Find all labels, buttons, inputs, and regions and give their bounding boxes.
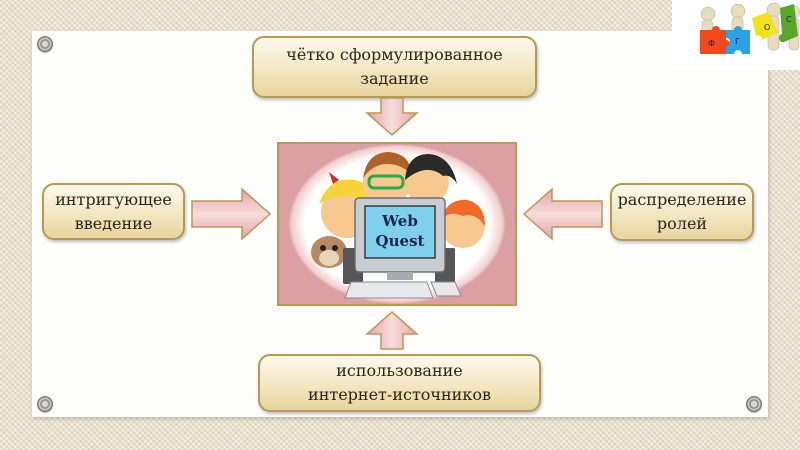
arrow-left-icon	[522, 187, 603, 241]
box-role-distribution-line1: распределение	[617, 190, 747, 209]
grommet-top-left-icon	[37, 36, 53, 52]
box-clear-task: чётко сформулированное задание	[252, 36, 537, 98]
svg-text:Ф: Ф	[708, 39, 715, 48]
grommet-bottom-left-icon	[37, 396, 53, 412]
arrow-down-icon	[365, 97, 419, 136]
grommet-bottom-right-icon	[746, 396, 762, 412]
arrow-up-icon	[365, 311, 419, 350]
screen-text-quest: Quest	[376, 232, 425, 250]
box-clear-task-line2: задание	[360, 69, 429, 88]
box-internet-sources-line1: использование	[336, 361, 463, 380]
box-internet-sources-line2: интернет-источников	[308, 385, 491, 404]
arrow-right-icon	[191, 187, 272, 241]
box-role-distribution-line2: ролей	[656, 214, 708, 233]
box-intriguing-intro: интригующее введение	[42, 183, 185, 240]
svg-text:С: С	[786, 15, 792, 24]
svg-text:О: О	[764, 23, 770, 32]
screen-text-web: Web	[381, 212, 418, 230]
webquest-illustration: Web Quest	[277, 142, 517, 306]
webquest-kids-computer-icon: Web Quest	[311, 152, 485, 299]
box-internet-sources: использование интернет-источников	[258, 354, 541, 412]
box-role-distribution: распределение ролей	[610, 183, 754, 241]
box-clear-task-line1: чётко сформулированное	[286, 45, 503, 64]
puzzle-people-icon: Ф Г О С	[700, 2, 800, 54]
svg-text:Г: Г	[735, 37, 740, 46]
fgos-logo: Ф Г О С	[672, 0, 800, 70]
box-intriguing-intro-line2: введение	[74, 213, 153, 233]
box-intriguing-intro-line1: интригующее	[55, 189, 172, 209]
